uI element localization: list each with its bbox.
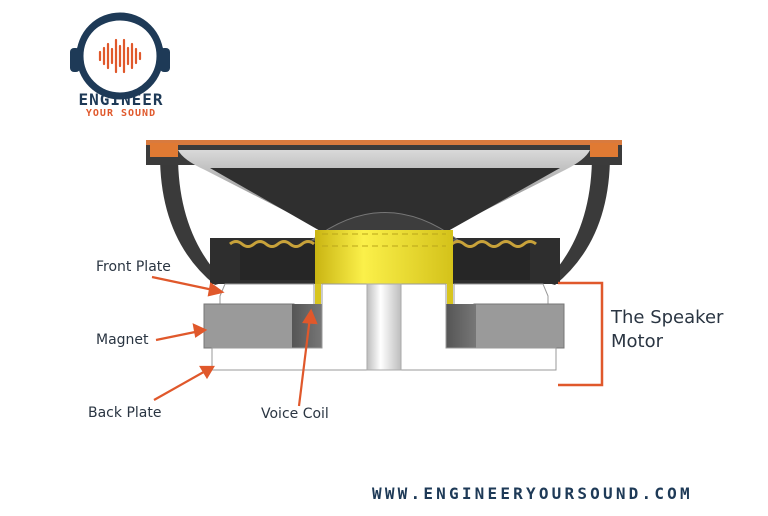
motor-bracket	[558, 281, 604, 387]
brand-tagline: YOUR SOUND	[85, 108, 157, 119]
speaker-motor-title: The Speaker Motor	[611, 306, 723, 354]
speaker-motor-title-line1: The Speaker	[611, 307, 724, 328]
label-voice-coil: Voice Coil	[261, 406, 329, 422]
label-front-plate: Front Plate	[96, 259, 171, 275]
brand-name: ENGINEER	[78, 90, 164, 109]
headphones-soundwave-icon	[70, 12, 170, 100]
logo	[58, 4, 182, 128]
annotation-arrows	[151, 275, 318, 407]
label-magnet: Magnet	[96, 332, 149, 348]
website-url: WWW.ENGINEERYOURSOUND.COM	[372, 484, 693, 503]
speaker-motor-title-line2: Motor	[611, 331, 664, 352]
label-back-plate: Back Plate	[88, 405, 162, 421]
